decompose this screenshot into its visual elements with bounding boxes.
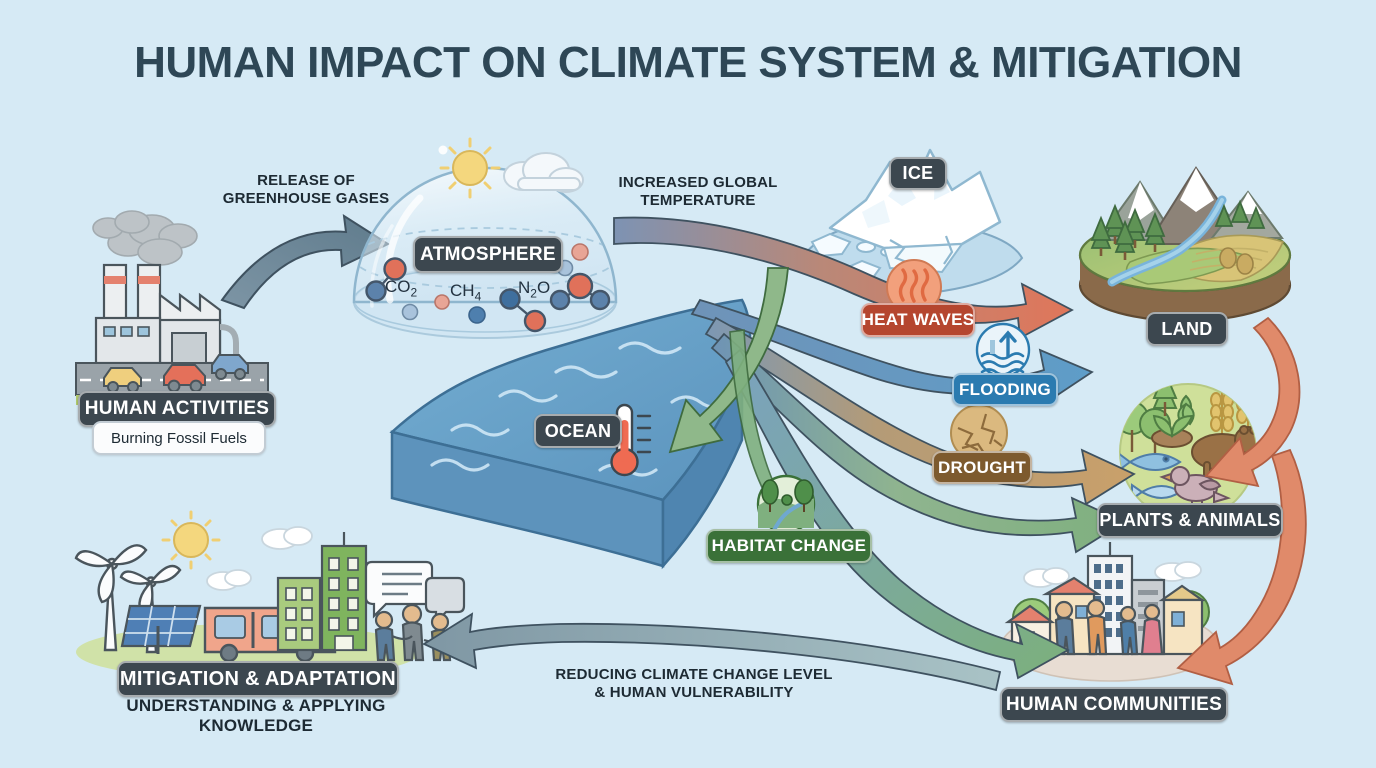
factory-cars-icon <box>75 210 269 405</box>
flood-icon <box>975 322 1031 378</box>
cloud-icon <box>503 152 584 193</box>
habitat-icon <box>756 474 816 535</box>
habitat-change-chip[interactable]: HABITAT CHANGE <box>706 529 872 563</box>
ch4-label: CH4 <box>450 281 482 304</box>
renewables-city-icon <box>74 510 466 680</box>
plants-animals-chip[interactable]: PLANTS & ANIMALS <box>1097 503 1283 538</box>
land-to-plants-arrow <box>1204 316 1301 488</box>
co2-label: CO2 <box>385 277 418 300</box>
ocean-slab-icon <box>389 298 752 570</box>
mitigation-chip[interactable]: MITIGATION & ADAPTATION <box>117 661 399 697</box>
temperature-label: INCREASED GLOBAL TEMPERATURE <box>618 174 778 209</box>
page-title: HUMAN IMPACT ON CLIMATE SYSTEM & MITIGAT… <box>134 38 1242 87</box>
mitigation-feedback-arrow <box>422 612 1002 692</box>
thermometer-icon <box>610 403 652 477</box>
sun-icon <box>161 510 221 570</box>
habitat-change-arrow <box>710 332 1126 554</box>
atmosphere-chip[interactable]: ATMOSPHERE <box>413 236 563 273</box>
feedback-label: REDUCING CLIMATE CHANGE LEVEL & HUMAN VU… <box>555 666 833 701</box>
human-communities-chip[interactable]: HUMAN COMMUNITIES <box>1000 687 1228 722</box>
ocean-chip[interactable]: OCEAN <box>534 414 622 448</box>
release-label: RELEASE OF GREENHOUSE GASES <box>222 172 390 207</box>
ocean-feedback-arrow <box>668 267 789 454</box>
ice-chip[interactable]: ICE <box>889 157 947 190</box>
iceberg-icon <box>798 148 1024 296</box>
land-chip[interactable]: LAND <box>1146 312 1228 346</box>
mitigation-sublabel: UNDERSTANDING & APPLYING KNOWLEDGE <box>126 696 386 736</box>
plants-to-communities-arrow <box>1176 448 1307 686</box>
sun-icon <box>439 137 501 199</box>
cloud-icon <box>1023 561 1202 588</box>
heat-icon <box>886 259 942 315</box>
human-activities-subcard: Burning Fossil Fuels <box>92 421 266 455</box>
flooding-chip[interactable]: FLOODING <box>952 373 1058 406</box>
drought-chip[interactable]: DROUGHT <box>932 451 1032 484</box>
heat-waves-chip[interactable]: HEAT WAVES <box>861 303 975 337</box>
land-disc-icon <box>1078 166 1292 323</box>
n2o-label: N2O <box>518 278 551 301</box>
city-people-icon <box>1001 542 1219 682</box>
cloud-icon <box>206 526 313 591</box>
drought-arrow <box>704 316 1136 506</box>
